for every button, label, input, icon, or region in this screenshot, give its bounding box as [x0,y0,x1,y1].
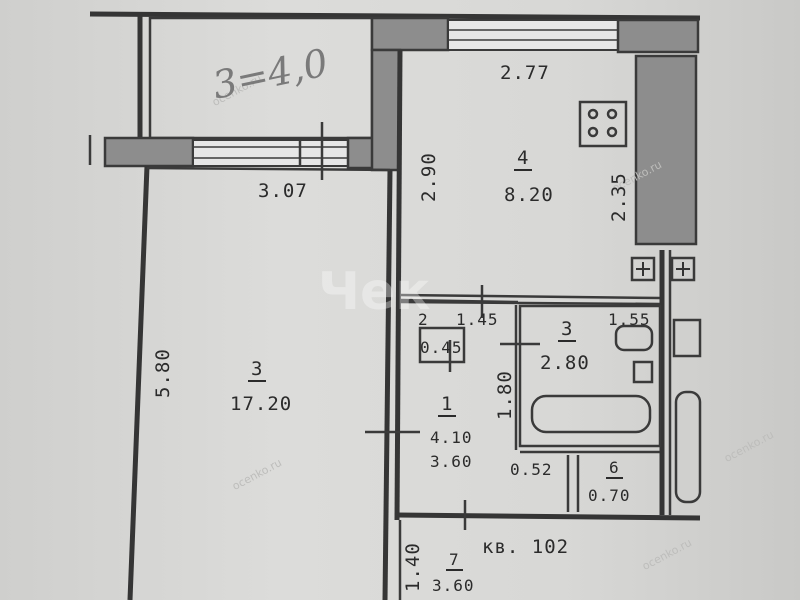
room-hall-number: 1 [438,393,457,417]
living-right-wall [382,169,393,600]
living-left-wall [127,165,150,600]
dim-bath-width: 1.55 [608,310,651,329]
apartment-bottom-wall [396,512,701,521]
tub-right [674,390,702,504]
bath-tap [632,360,654,384]
dim-living-height: 5.80 [152,348,174,398]
dim-kitchen-side: 2.35 [608,172,630,222]
room-bathroom-area: 2.80 [540,352,590,374]
dim-toilet-width: 0.52 [510,460,553,479]
washbasin [614,324,654,352]
bathroom-outline [518,304,662,448]
room-kitchen-area: 8.20 [504,184,554,206]
dim-living-width: 3.07 [258,180,308,202]
living-top-line [146,166,391,172]
closet-outline [418,326,466,364]
room-closet-area: 0.45 [420,338,463,357]
dim-hall-width: 1.45 [456,310,499,329]
kitchen-window [447,19,619,51]
kitchen-counter [634,54,698,246]
dim-kitchen-height: 2.90 [418,152,440,202]
top-outer-wall [89,11,701,21]
room-hall-area: 4.10 [430,428,473,447]
kitchen-pier [370,16,450,52]
room-closet-number: 2 [418,310,429,329]
kitchen-pier-vertical [370,48,402,172]
room-kitchen-number: 4 [514,147,533,171]
room-hall-area-extra: 3.60 [430,452,473,471]
socket-icon [630,256,656,282]
dim-kitchen-width: 2.77 [500,62,550,84]
room7-number: 7 [446,550,463,571]
room-bathroom-number: 3 [558,318,577,342]
kitchen-left-wall [394,49,403,521]
kitchen-bottom-wall-2 [399,300,661,306]
socket-icon [670,256,696,282]
dim-room7-height: 1.40 [402,542,424,592]
stove [578,100,628,148]
room-toilet-number: 6 [606,458,623,479]
room-living-number: 3 [248,358,267,382]
bathtub [530,394,652,434]
dim-hall-height: 1.80 [494,370,516,420]
room-toilet-area: 0.70 [588,486,631,505]
hall-top [399,298,519,304]
room-living-area: 17.20 [230,393,293,415]
kitchen-bottom-wall [399,293,661,300]
living-window [192,139,349,167]
watermark: Чек [318,262,431,322]
balcony-wall-block [103,136,195,168]
kitchen-pier-right [616,18,700,54]
sink-right [672,318,702,358]
apartment-label: кв. 102 [482,536,570,558]
room7-area: 3.60 [432,576,475,595]
